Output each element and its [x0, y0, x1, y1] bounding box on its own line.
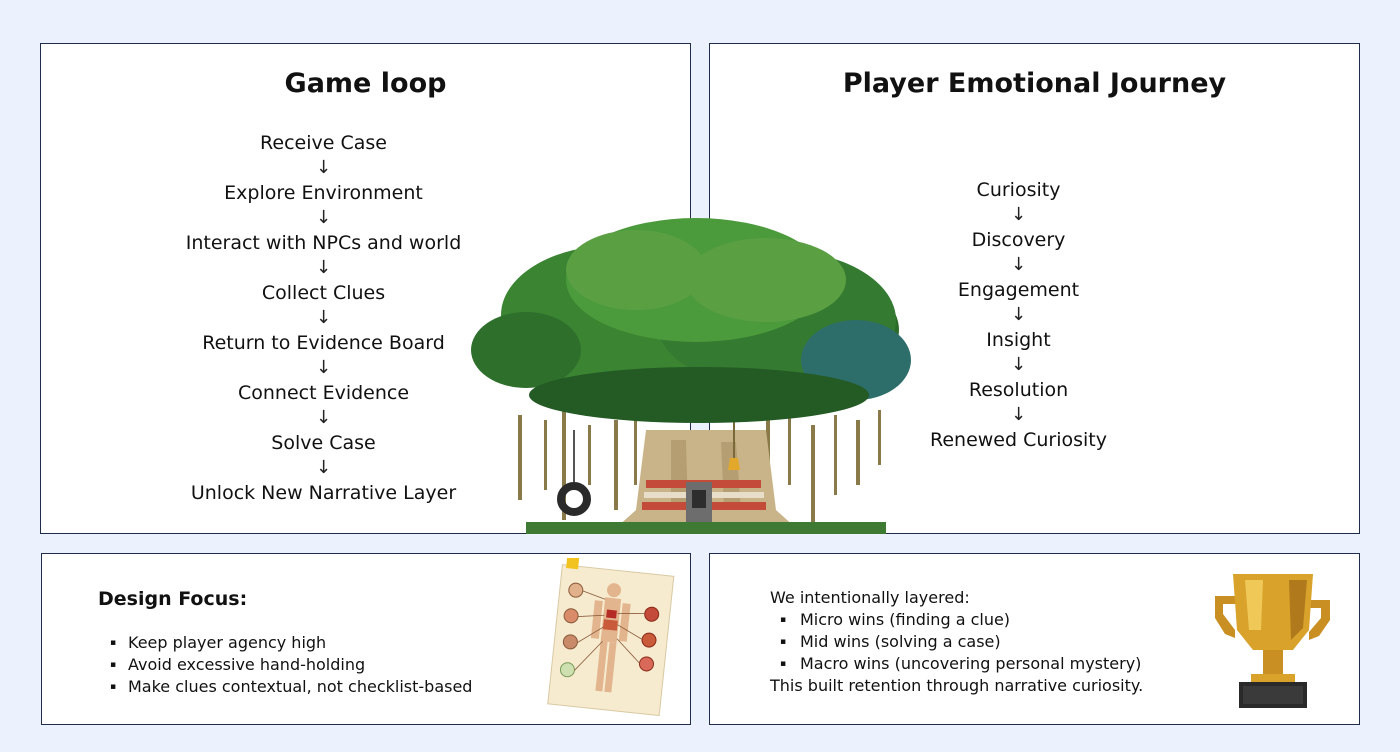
layers-outro: This built retention through narrative c… — [770, 676, 1144, 695]
list-item: Make clues contextual, not checklist-bas… — [110, 676, 472, 698]
down-arrow-icon: ↓ — [1010, 254, 1027, 275]
anatomy-chart-note-icon — [547, 558, 675, 717]
down-arrow-icon: ↓ — [315, 307, 332, 328]
loop-step: Return to Evidence Board — [202, 332, 445, 354]
loop-step: Solve Case — [271, 432, 376, 454]
down-arrow-icon: ↓ — [315, 207, 332, 228]
down-arrow-icon: ↓ — [315, 257, 332, 278]
journey-step: Renewed Curiosity — [930, 429, 1107, 451]
down-arrow-icon: ↓ — [315, 457, 332, 478]
journey-step: Resolution — [968, 379, 1069, 401]
journey-title: Player Emotional Journey — [842, 68, 1227, 99]
list-item: Avoid excessive hand-holding — [110, 654, 472, 676]
loop-step: Unlock New Narrative Layer — [190, 482, 457, 504]
design-focus-heading: Design Focus: — [98, 588, 248, 610]
design-focus-list: Keep player agency high Avoid excessive … — [110, 632, 472, 698]
down-arrow-icon: ↓ — [1010, 204, 1027, 225]
list-item: Keep player agency high — [110, 632, 472, 654]
journey-step: Insight — [986, 329, 1051, 351]
down-arrow-icon: ↓ — [315, 407, 332, 428]
game-loop-flow: Receive Case ↓ Explore Environment ↓ Int… — [0, 130, 648, 506]
layers-intro: We intentionally layered: — [770, 588, 970, 607]
journey-step: Curiosity — [976, 179, 1061, 201]
pixel-gold-trophy-icon — [1215, 574, 1330, 708]
loop-step: Explore Environment — [224, 182, 423, 204]
layered-wins-list: Micro wins (finding a clue) Mid wins (so… — [780, 609, 1141, 675]
down-arrow-icon: ↓ — [1010, 404, 1027, 425]
loop-step: Connect Evidence — [237, 382, 410, 404]
down-arrow-icon: ↓ — [315, 157, 332, 178]
loop-step: Collect Clues — [261, 282, 386, 304]
list-item: Macro wins (uncovering personal mystery) — [780, 653, 1141, 675]
down-arrow-icon: ↓ — [315, 357, 332, 378]
game-loop-title: Game loop — [284, 68, 447, 99]
list-item: Mid wins (solving a case) — [780, 631, 1141, 653]
loop-step: Receive Case — [260, 132, 387, 154]
pixel-banyan-tree-icon — [471, 218, 911, 534]
list-item: Micro wins (finding a clue) — [780, 609, 1141, 631]
down-arrow-icon: ↓ — [1010, 304, 1027, 325]
journey-flow: Curiosity ↓ Discovery ↓ Engagement ↓ Ins… — [694, 177, 1343, 453]
journey-step: Discovery — [971, 229, 1066, 251]
down-arrow-icon: ↓ — [1010, 354, 1027, 375]
journey-step: Engagement — [957, 279, 1080, 301]
loop-step: Interact with NPCs and world — [185, 232, 462, 254]
